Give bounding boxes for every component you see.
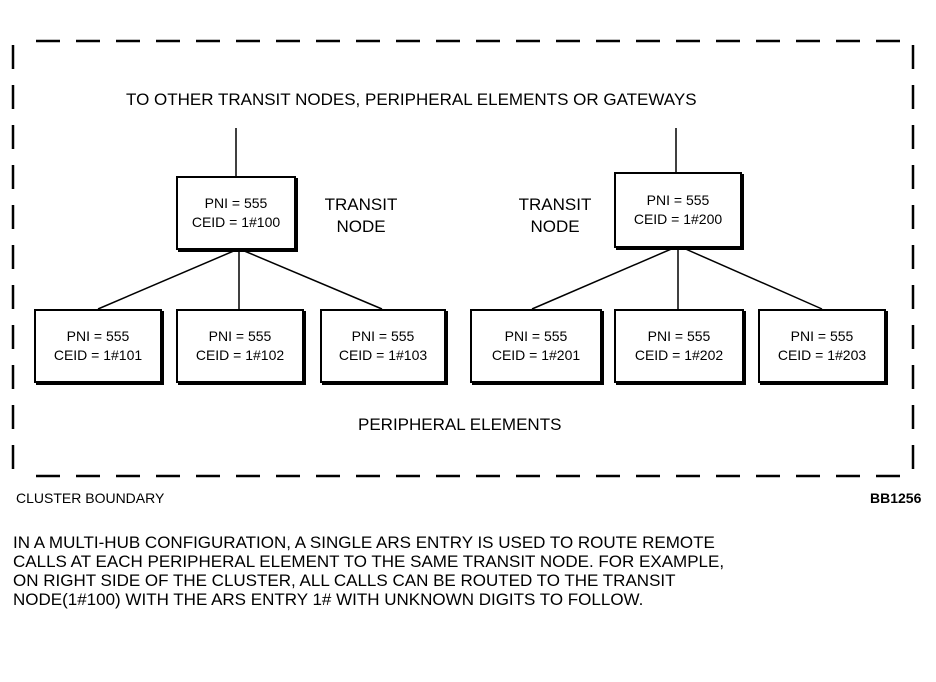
cluster-boundary-label: CLUSTER BOUNDARY bbox=[16, 490, 165, 506]
connector-lines bbox=[97, 128, 823, 310]
node-ceid: CEID = 1#202 bbox=[634, 347, 724, 363]
note-line: ON RIGHT SIDE OF THE CLUSTER, ALL CALLS … bbox=[13, 571, 676, 590]
transit-node-1-200: PNI = 555 CEID = 1#200 bbox=[614, 172, 742, 248]
node-ceid: CEID = 1#100 bbox=[191, 214, 281, 230]
explanatory-note: IN A MULTI-HUB CONFIGURATION, A SINGLE A… bbox=[13, 533, 913, 609]
figure-id: BB1256 bbox=[870, 490, 922, 506]
node-pni: PNI = 555 bbox=[66, 328, 130, 344]
transit-label-line2: NODE bbox=[530, 217, 580, 236]
node-ceid: CEID = 1#102 bbox=[195, 347, 285, 363]
link-200-201 bbox=[531, 246, 677, 310]
peripheral-element-1-103: PNI = 555 CEID = 1#103 bbox=[320, 309, 446, 383]
peripheral-element-1-203: PNI = 555 CEID = 1#203 bbox=[758, 309, 886, 383]
node-ceid: CEID = 1#103 bbox=[338, 347, 428, 363]
node-ceid: CEID = 1#101 bbox=[53, 347, 143, 363]
node-ceid: CEID = 1#203 bbox=[777, 347, 867, 363]
peripheral-elements-caption: PERIPHERAL ELEMENTS bbox=[358, 415, 562, 434]
node-pni: PNI = 555 bbox=[646, 192, 710, 208]
link-100-103 bbox=[241, 249, 383, 310]
transit-label-line2: NODE bbox=[336, 217, 386, 236]
node-pni: PNI = 555 bbox=[204, 195, 268, 211]
node-pni: PNI = 555 bbox=[790, 328, 854, 344]
node-pni: PNI = 555 bbox=[208, 328, 272, 344]
peripheral-element-1-201: PNI = 555 CEID = 1#201 bbox=[470, 309, 602, 383]
node-pni: PNI = 555 bbox=[647, 328, 711, 344]
node-ceid: CEID = 1#201 bbox=[491, 347, 581, 363]
note-line: IN A MULTI-HUB CONFIGURATION, A SINGLE A… bbox=[13, 533, 715, 552]
node-ceid: CEID = 1#200 bbox=[633, 211, 723, 227]
cluster-boundary bbox=[11, 39, 915, 478]
peripheral-element-1-102: PNI = 555 CEID = 1#102 bbox=[176, 309, 304, 383]
peripheral-element-1-101: PNI = 555 CEID = 1#101 bbox=[34, 309, 162, 383]
transit-label-line1: TRANSIT bbox=[324, 195, 398, 214]
transit-node-label-left: TRANSIT NODE bbox=[318, 194, 404, 238]
node-pni: PNI = 555 bbox=[504, 328, 568, 344]
peripheral-element-1-202: PNI = 555 CEID = 1#202 bbox=[614, 309, 744, 383]
link-200-203 bbox=[680, 246, 823, 310]
transit-node-label-right: TRANSIT NODE bbox=[510, 194, 600, 238]
link-100-101 bbox=[97, 249, 237, 310]
node-pni: PNI = 555 bbox=[351, 328, 415, 344]
note-line: CALLS AT EACH PERIPHERAL ELEMENT TO THE … bbox=[13, 552, 725, 571]
transit-node-1-100: PNI = 555 CEID = 1#100 bbox=[176, 176, 296, 250]
transit-label-line1: TRANSIT bbox=[518, 195, 592, 214]
note-line: NODE(1#100) WITH THE ARS ENTRY 1# WITH U… bbox=[13, 590, 644, 609]
top-caption: TO OTHER TRANSIT NODES, PERIPHERAL ELEME… bbox=[126, 90, 697, 109]
